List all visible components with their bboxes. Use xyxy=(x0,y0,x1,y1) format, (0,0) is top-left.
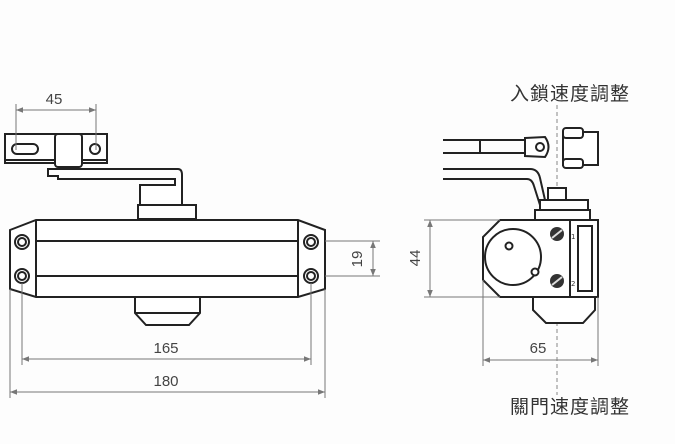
closing-speed-screw xyxy=(550,274,564,288)
dim-165: 165 xyxy=(153,340,178,357)
dim-65: 65 xyxy=(530,340,547,357)
closer-body xyxy=(9,219,326,326)
screw-mark-1: 1 xyxy=(571,233,575,241)
arm xyxy=(47,168,197,220)
front-view: 45 19 165 180 xyxy=(4,91,380,398)
closing-speed-label: 關門速度調整 xyxy=(510,396,631,418)
latch-speed-label: 入鎖速度調整 xyxy=(510,83,631,105)
side-view: 1 2 44 65 xyxy=(407,105,599,395)
mounting-bracket xyxy=(4,133,108,168)
dim-44: 44 xyxy=(407,250,424,267)
side-body: 1 2 xyxy=(482,209,599,324)
latch-speed-screw xyxy=(550,227,564,241)
dimension-lines xyxy=(9,104,380,398)
dim-19: 19 xyxy=(349,251,366,268)
dim-180: 180 xyxy=(153,373,178,390)
side-arm xyxy=(443,127,599,211)
screw-mark-2: 2 xyxy=(571,280,575,288)
side-dimension-lines xyxy=(424,219,599,366)
dim-45: 45 xyxy=(46,91,63,108)
